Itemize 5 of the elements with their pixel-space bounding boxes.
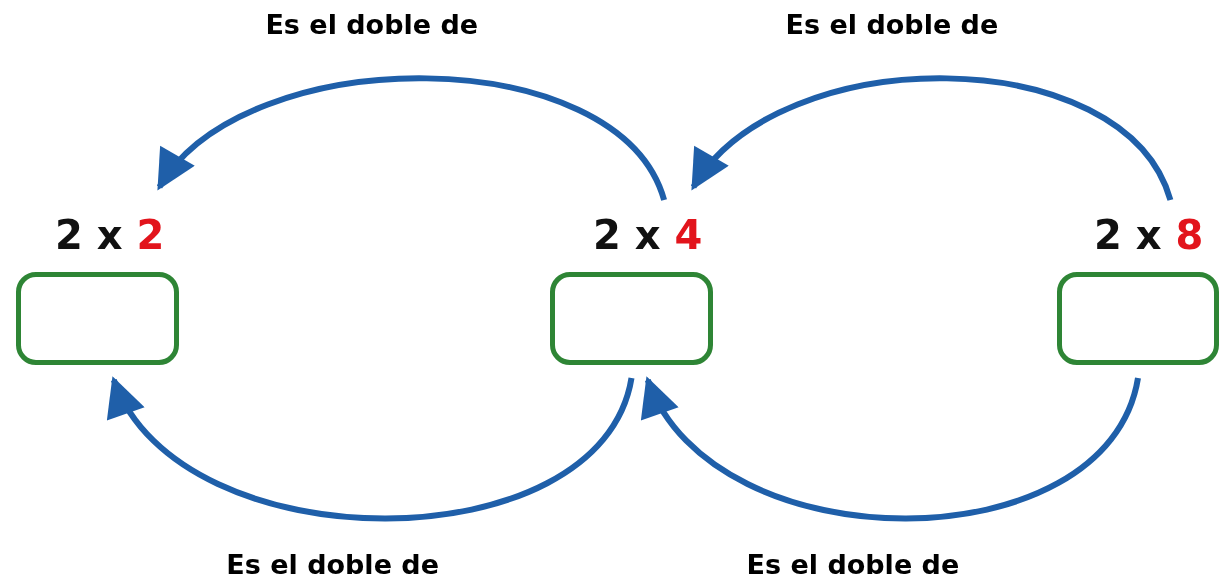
multiplication-text: 2 x 8 bbox=[1094, 211, 1204, 259]
multiplication-text: 2 x 2 bbox=[55, 211, 165, 259]
curved-arrow bbox=[690, 75, 1174, 202]
multiplication-text: 2 x 4 bbox=[593, 211, 703, 259]
curved-arrow bbox=[156, 75, 667, 202]
